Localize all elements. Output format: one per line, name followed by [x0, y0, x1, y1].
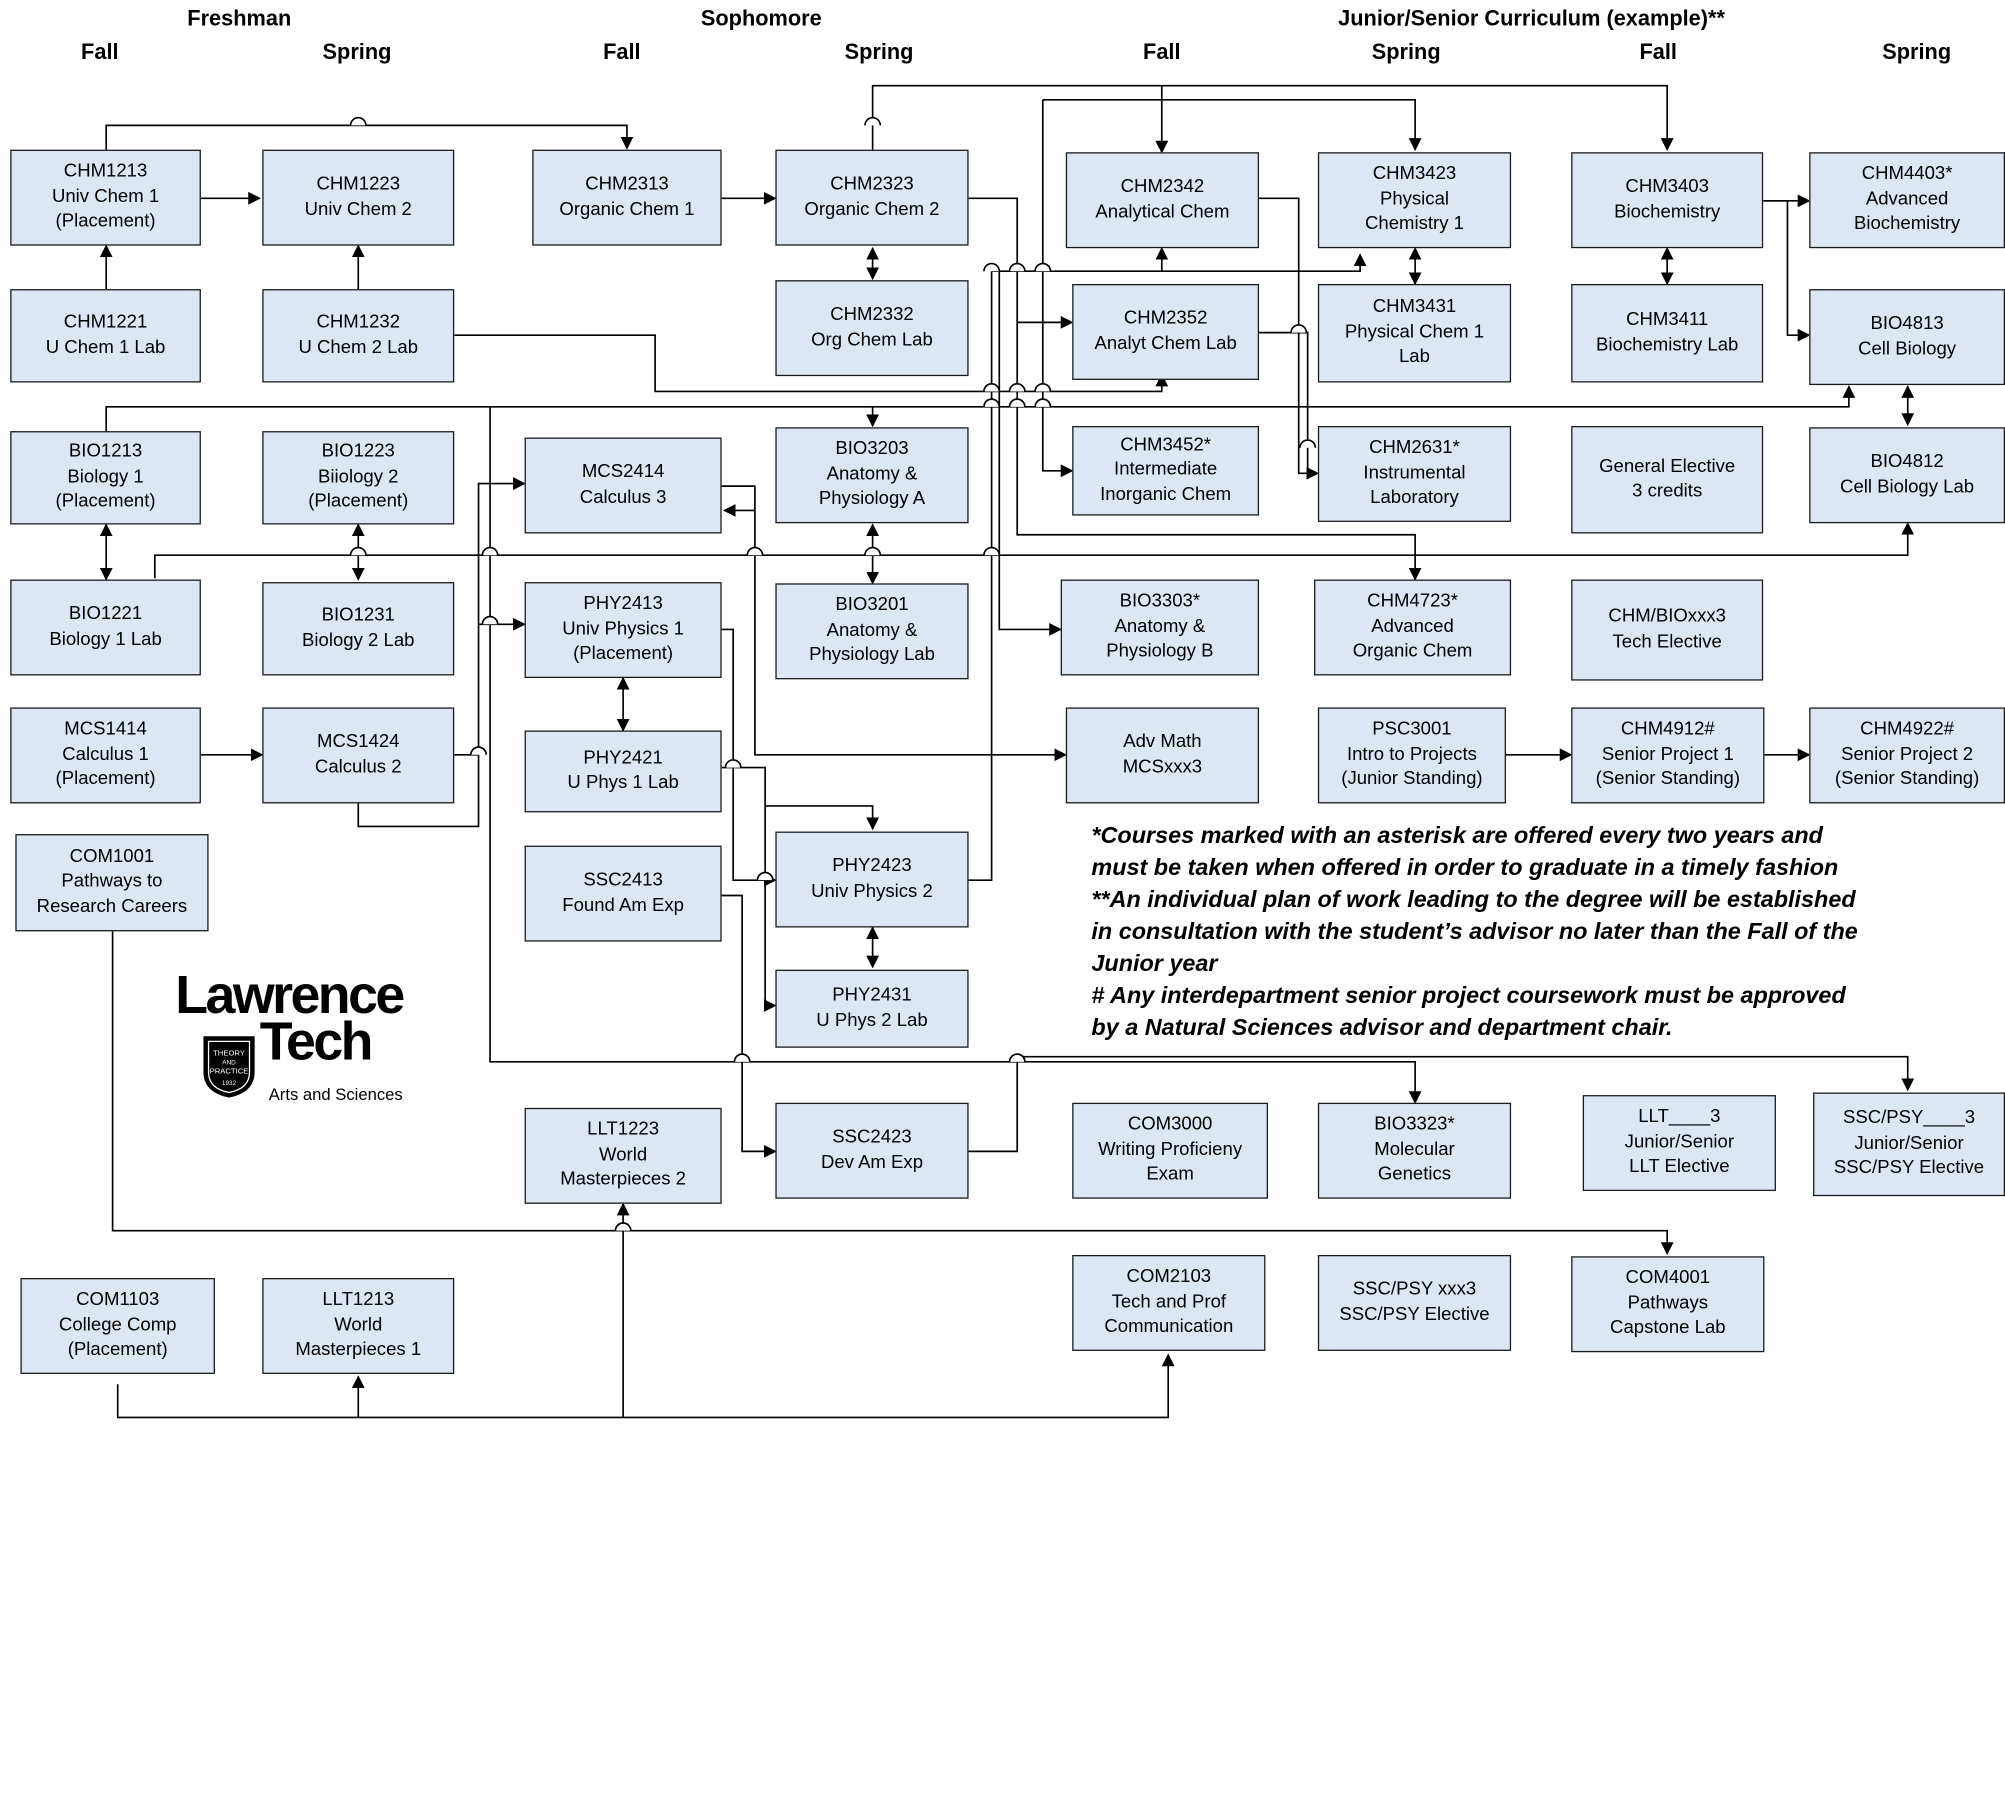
footnote-line: Junior year [1091, 949, 1218, 977]
svg-text:THEORY: THEORY [213, 1048, 245, 1057]
header-fall-1: Fall [81, 39, 119, 64]
header-fall-3: Fall [1143, 39, 1181, 64]
svg-text:AND: AND [222, 1059, 236, 1066]
footnote-line: must be taken when offered in order to g… [1091, 853, 1839, 881]
header-spring-3: Spring [1371, 39, 1441, 64]
header-freshman: Freshman [187, 6, 292, 31]
course-chm4912: CHM4912#Senior Project 1(Senior Standing… [1571, 707, 1765, 804]
header-spring-1: Spring [322, 39, 392, 64]
course-chm4922: CHM4922#Senior Project 2(Senior Standing… [1809, 707, 2005, 804]
header-fall-2: Fall [603, 39, 641, 64]
header-spring-4: Spring [1882, 39, 1952, 64]
header-fall-4: Fall [1639, 39, 1677, 64]
logo-seal-icon: THEORY AND PRACTICE 1932 [203, 1036, 255, 1098]
footnote-line: by a Natural Sciences advisor and depart… [1091, 1013, 1673, 1041]
logo-word-tech: Tech [259, 1010, 374, 1071]
logo-word-lawrence: Lawrence [175, 964, 405, 1025]
prerequisite-connectors [99, 84, 1915, 1419]
svg-text:PRACTICE: PRACTICE [210, 1066, 249, 1075]
course-bio3303: BIO3303*Anatomy &Physiology B [1060, 579, 1260, 676]
svg-text:1932: 1932 [222, 1080, 237, 1087]
footnote-line: **An individual plan of work leading to … [1091, 885, 1856, 913]
header-spring-2: Spring [844, 39, 914, 64]
header-junior-senior: Junior/Senior Curriculum (example)** [1338, 6, 1725, 31]
footnote-line: *Courses marked with an asterisk are off… [1091, 821, 1823, 849]
footnotes: *Courses marked with an asterisk are off… [1091, 819, 1987, 1043]
lawrence-tech-logo: Lawrence THEORY AND PRACTICE 1932 Tech A… [170, 965, 426, 1113]
footnote-line: in consultation with the student’s advis… [1091, 917, 1858, 945]
logo-subtitle: Arts and Sciences [268, 1084, 403, 1105]
footnote-line: # Any interdepartment senior project cou… [1091, 981, 1846, 1009]
header-sophomore: Sophomore [700, 6, 822, 31]
